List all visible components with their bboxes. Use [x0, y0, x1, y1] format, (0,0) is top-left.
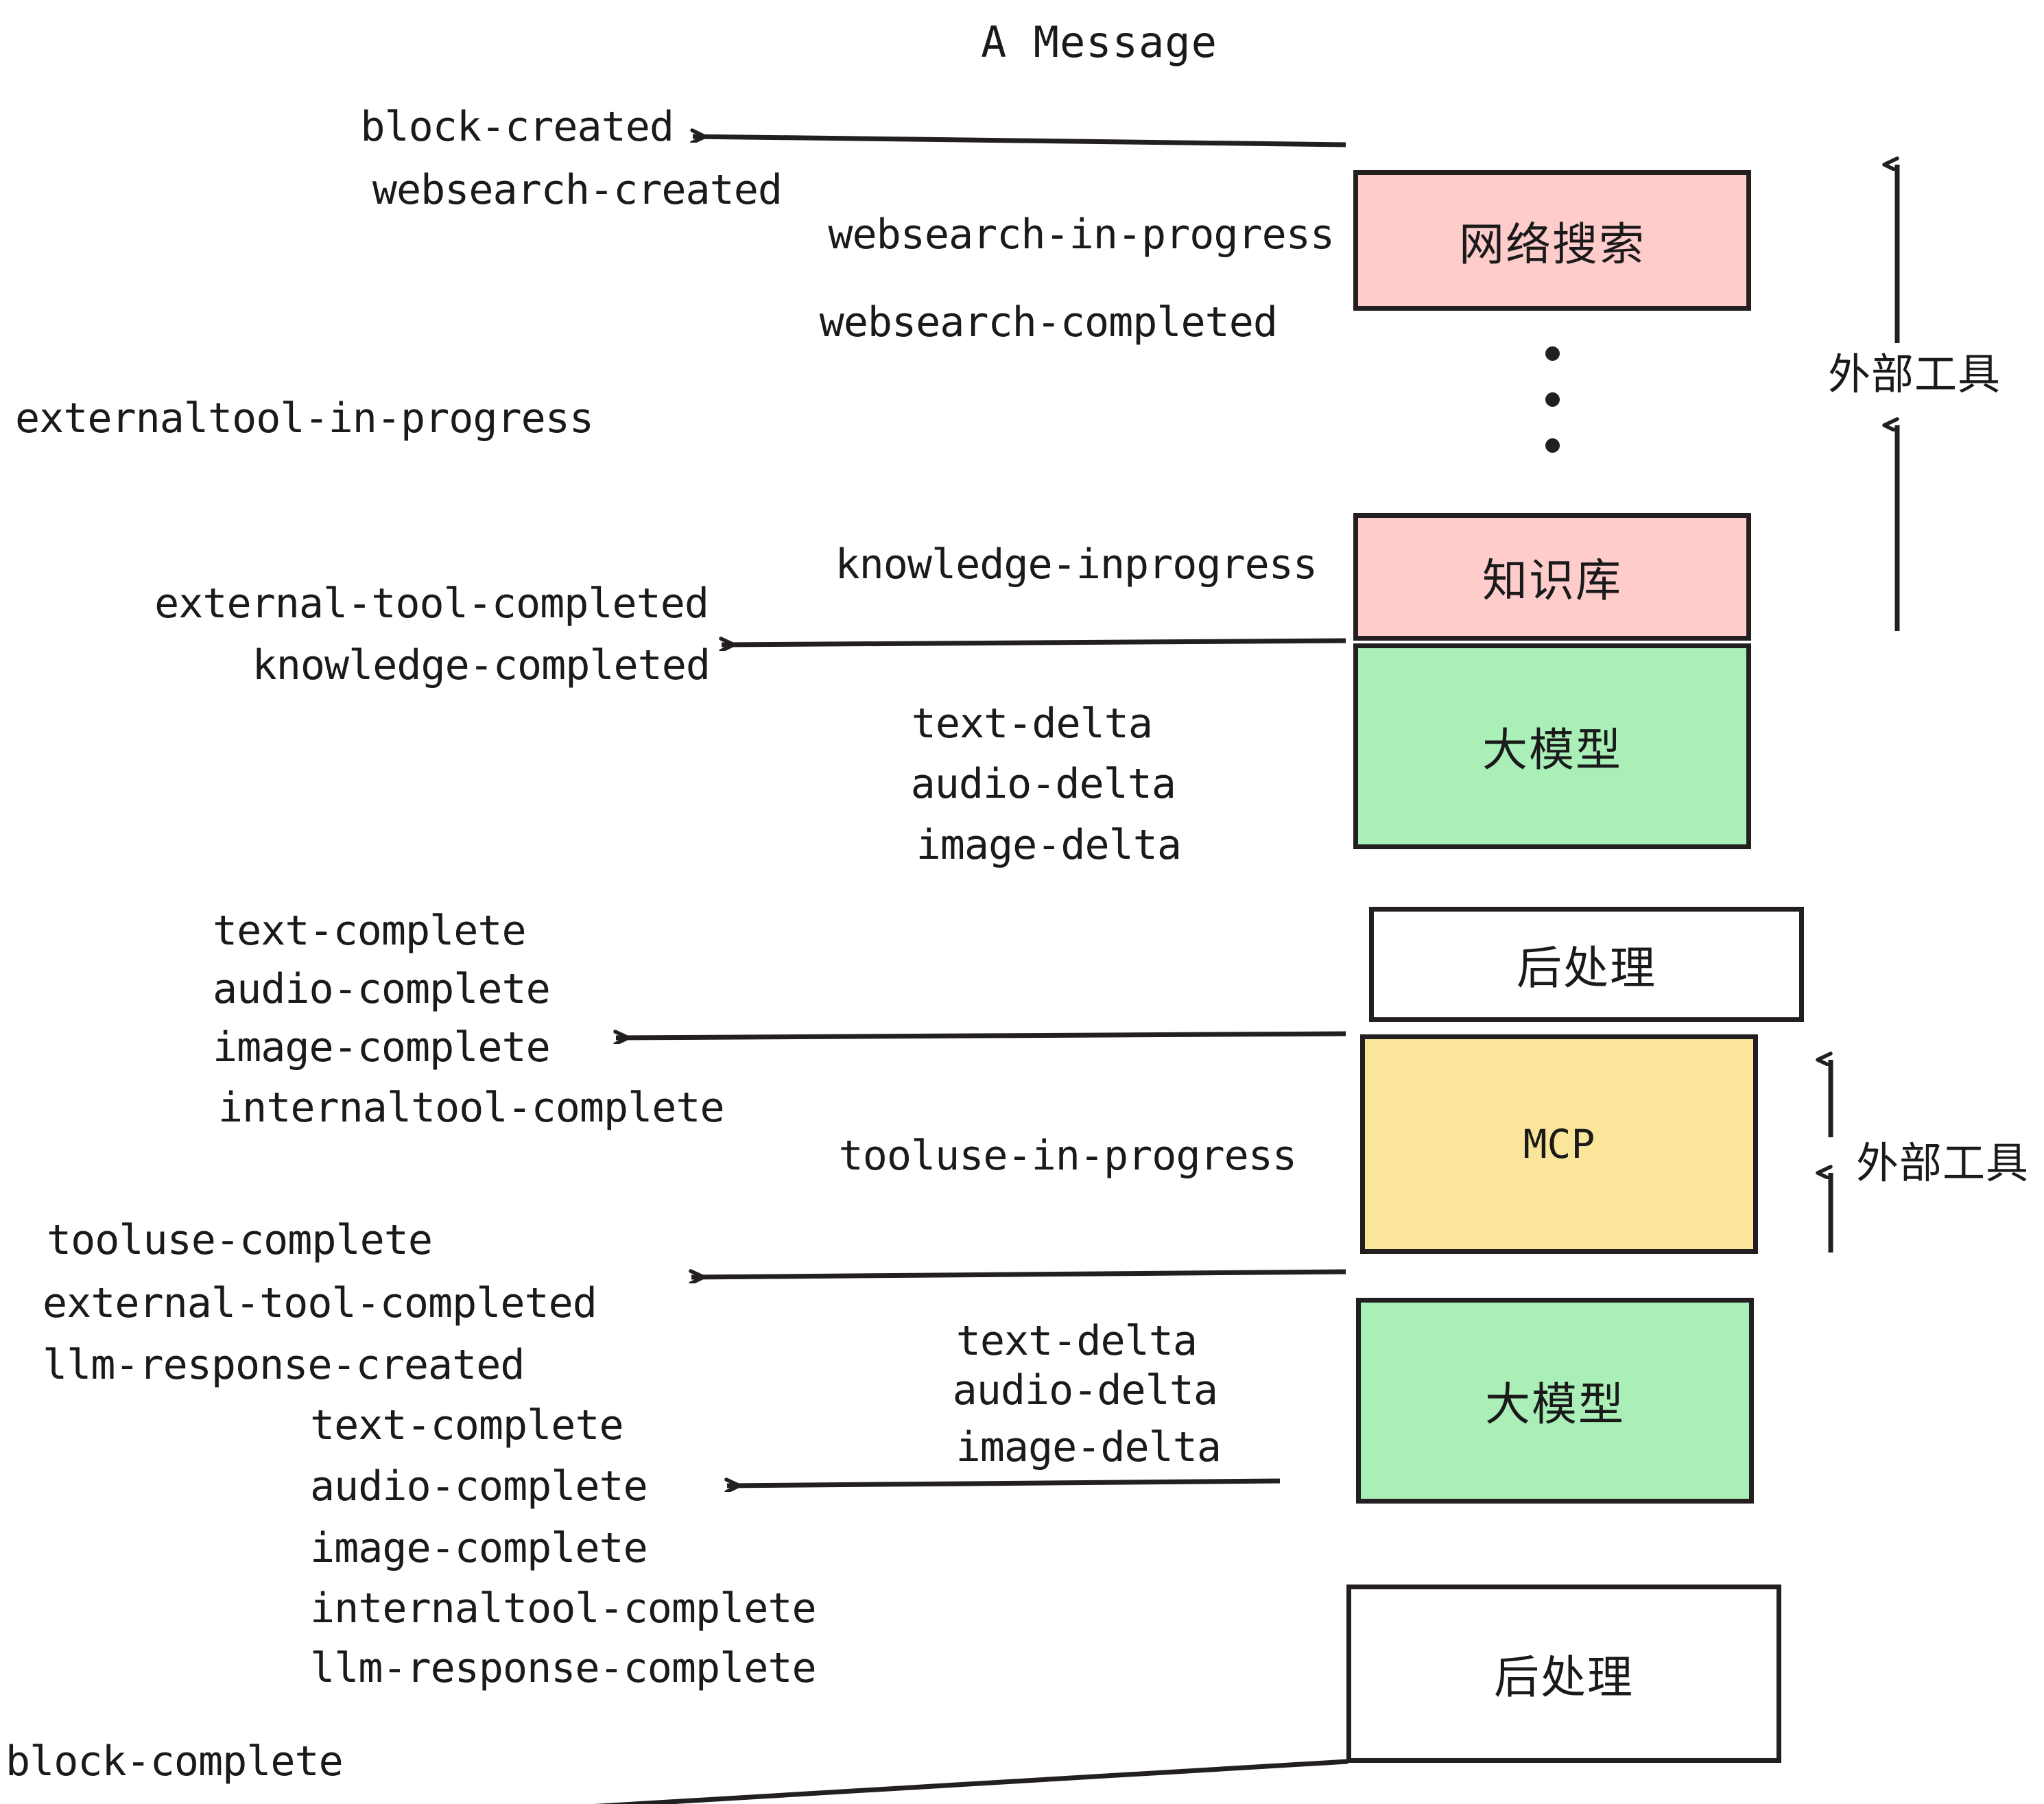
node-mcp-label: MCP [1523, 1121, 1595, 1167]
arrow-websearch-to-block-created [693, 137, 1346, 147]
event-external-tool-completed-2: external-tool-completed [43, 1279, 597, 1327]
event-text-complete-1: text-complete [213, 907, 527, 955]
event-audio-complete-1: audio-complete [213, 965, 551, 1013]
event-websearch-completed: websearch-completed [819, 298, 1278, 346]
event-audio-delta-2: audio-delta [952, 1366, 1218, 1414]
event-audio-complete-2: audio-complete [310, 1462, 648, 1510]
arrow-post2-to-block-complete [427, 1759, 1348, 1804]
node-postprocess-first-label: 后处理 [1517, 942, 1656, 995]
event-text-delta-2: text-delta [955, 1317, 1198, 1365]
event-tooluse-complete: tooluse-complete [47, 1216, 433, 1264]
event-image-delta-2: image-delta [955, 1423, 1222, 1471]
node-llm-first[interactable]: 大模型 [1353, 643, 1751, 849]
node-postprocess-second-label: 后处理 [1494, 1651, 1634, 1704]
side-label-external-tool-bottom: 外部工具 [1856, 1138, 2030, 1188]
side-label-external-tool-top: 外部工具 [1828, 349, 2001, 399]
event-internaltool-complete-2: internaltool-complete [310, 1585, 817, 1633]
node-postprocess-first[interactable]: 后处理 [1369, 907, 1804, 1022]
node-knowledge-label: 知识库 [1482, 554, 1622, 607]
node-mcp[interactable]: MCP [1360, 1034, 1758, 1254]
diagram-title: A Message [981, 17, 1217, 67]
event-externaltool-in-progress: externaltool-in-progress [15, 394, 594, 442]
arrow-post1-to-image-complete [616, 1034, 1346, 1038]
node-postprocess-second[interactable]: 后处理 [1346, 1585, 1781, 1763]
event-image-complete-1: image-complete [213, 1023, 551, 1071]
event-knowledge-inprogress: knowledge-inprogress [835, 541, 1318, 589]
event-image-delta-1: image-delta [916, 821, 1182, 869]
event-llm-response-created: llm-response-created [43, 1341, 525, 1389]
node-websearch-label: 网络搜索 [1459, 217, 1645, 271]
event-internaltool-complete-1: internaltool-complete [218, 1084, 725, 1132]
ellipsis-dot [1545, 392, 1560, 407]
event-websearch-in-progress: websearch-in-progress [828, 211, 1335, 259]
ellipsis-dot [1545, 438, 1560, 453]
event-websearch-created: websearch-created [372, 166, 783, 214]
ellipsis-dot [1545, 346, 1560, 361]
arrow-knowledge-to-knowledge-completed [722, 641, 1346, 645]
event-external-tool-completed-1: external-tool-completed [154, 580, 709, 628]
node-llm-second[interactable]: 大模型 [1356, 1298, 1754, 1504]
node-llm-second-label: 大模型 [1485, 1378, 1625, 1431]
node-llm-first-label: 大模型 [1482, 724, 1622, 776]
event-llm-response-complete: llm-response-complete [310, 1644, 817, 1692]
event-block-created: block-created [360, 103, 674, 151]
event-text-delta-1: text-delta [911, 700, 1153, 748]
event-knowledge-completed: knowledge-completed [252, 641, 711, 689]
event-tooluse-in-progress: tooluse-in-progress [838, 1132, 1297, 1180]
node-knowledge[interactable]: 知识库 [1353, 513, 1751, 641]
event-text-complete-2: text-complete [310, 1401, 624, 1449]
arrow-mcp-to-tooluse-complete [691, 1272, 1346, 1277]
vertical-ellipsis [1545, 346, 1560, 453]
node-websearch[interactable]: 网络搜索 [1353, 170, 1751, 311]
event-audio-delta-1: audio-delta [910, 760, 1176, 808]
arrow-llm2-to-audio-complete [727, 1481, 1281, 1486]
event-image-complete-2: image-complete [310, 1524, 648, 1572]
event-block-complete: block-complete [5, 1737, 344, 1785]
